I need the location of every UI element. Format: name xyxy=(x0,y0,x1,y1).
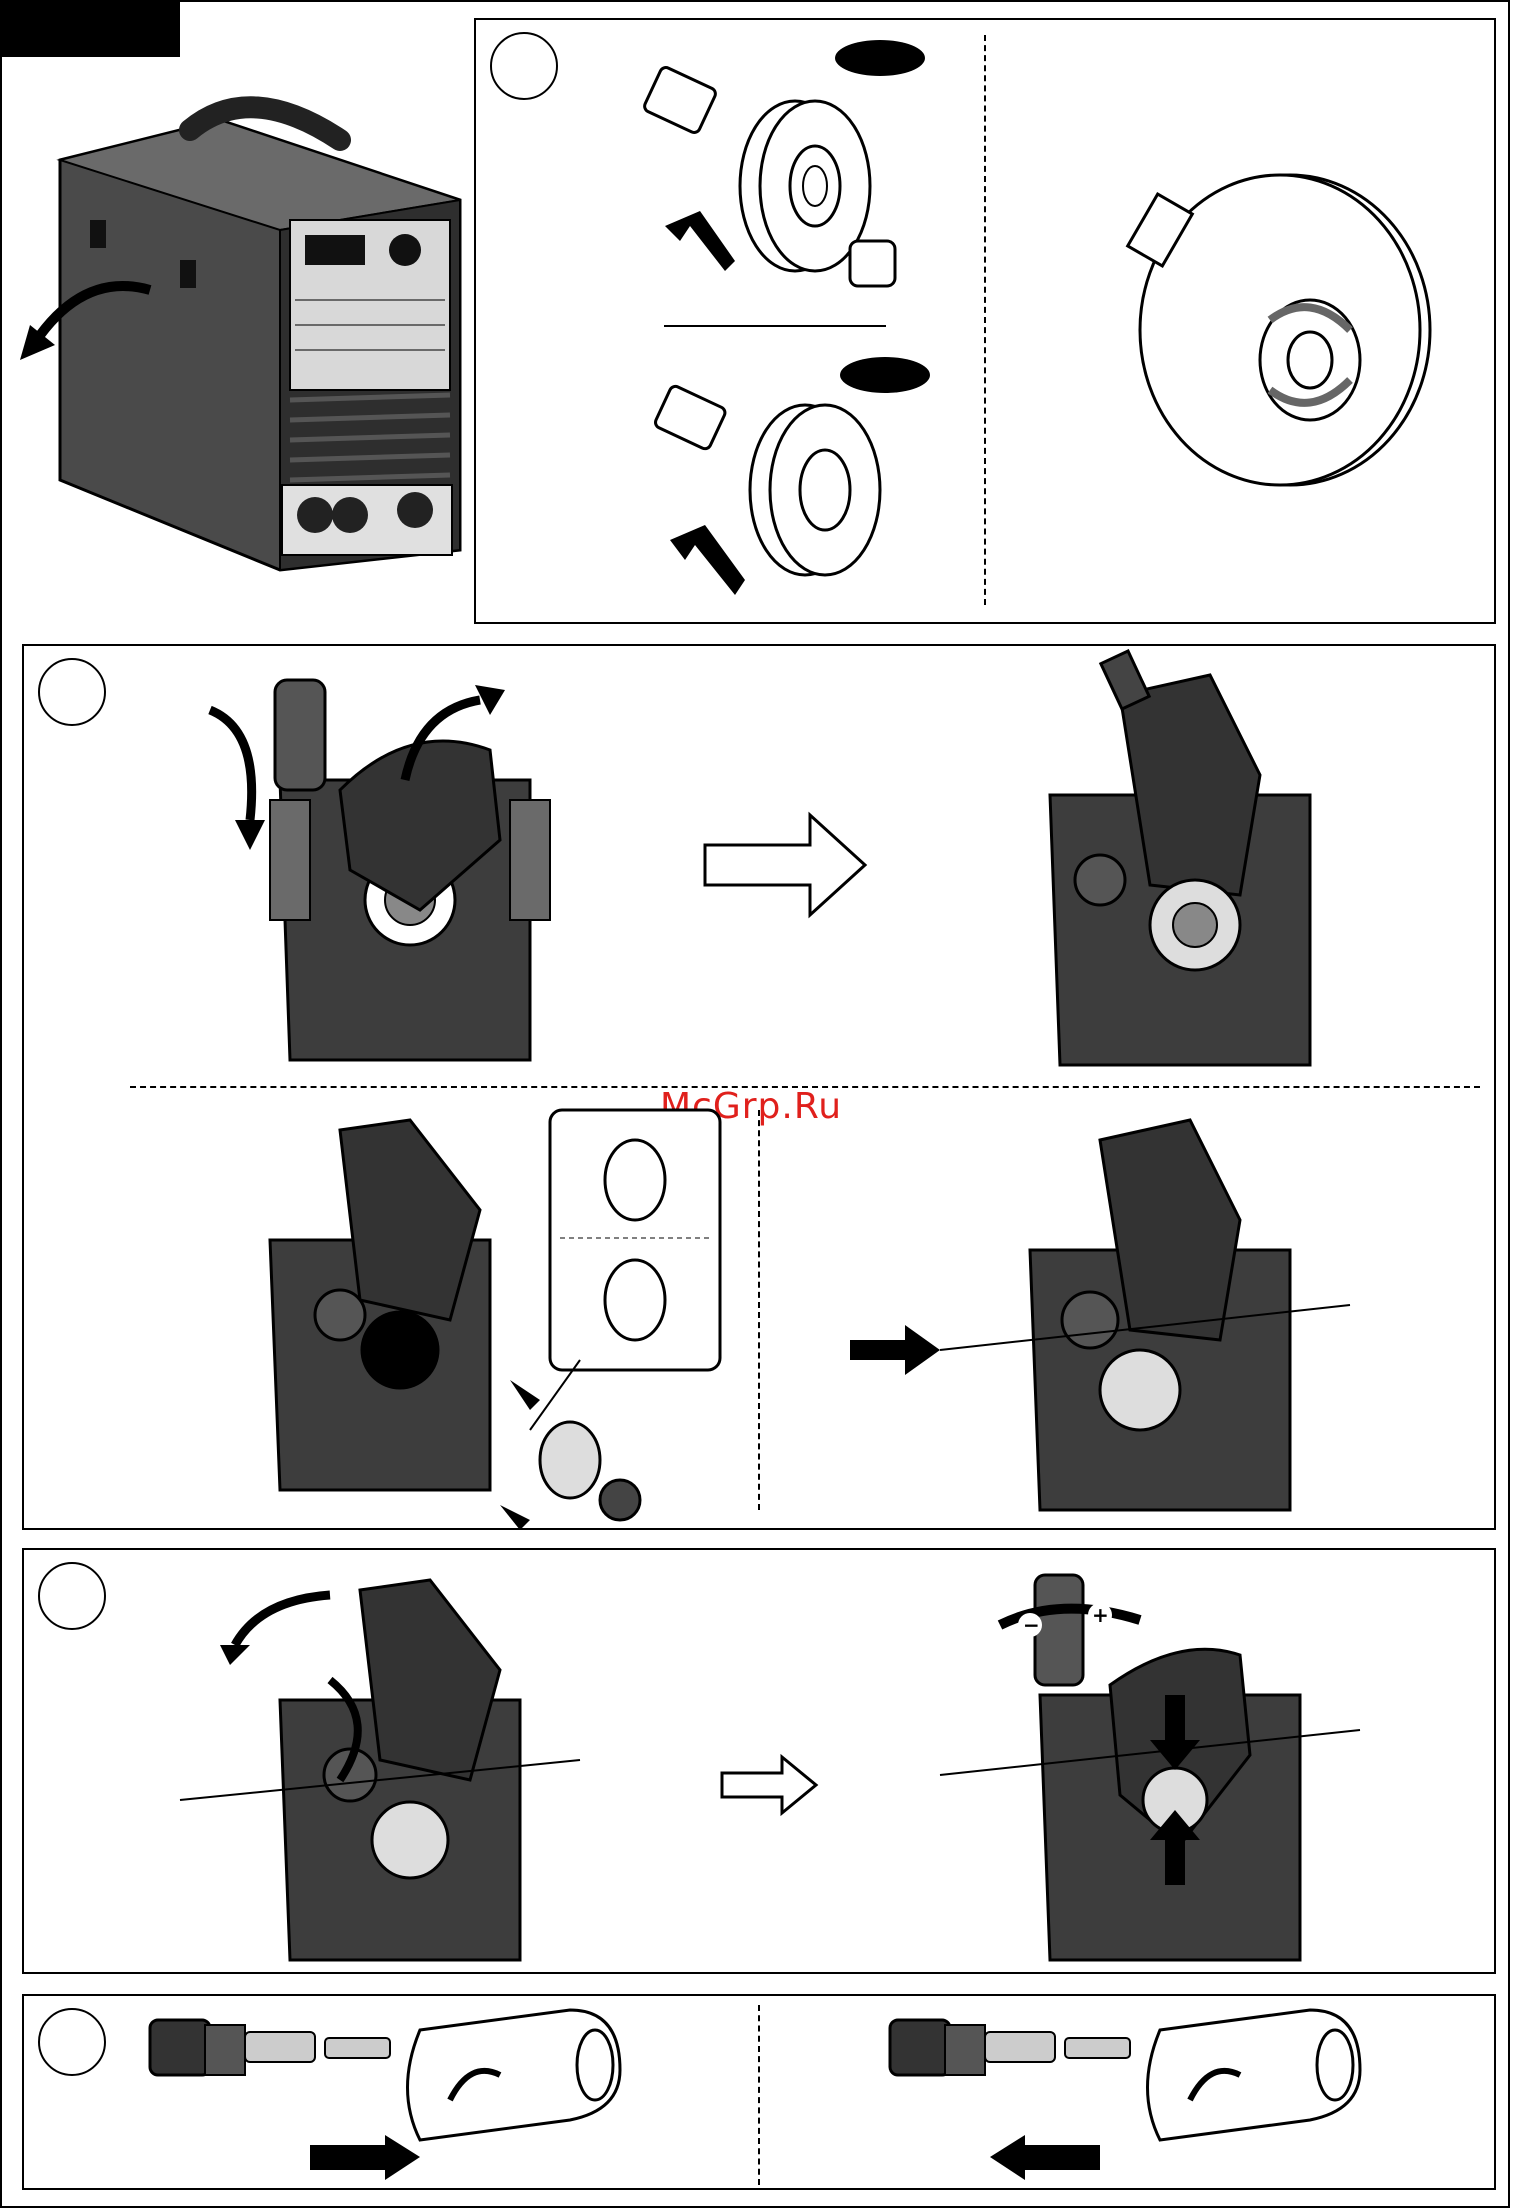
feeder-open-icon xyxy=(190,670,570,1060)
step-circle-3 xyxy=(38,1562,106,1630)
hollow-arrow-icon xyxy=(720,1755,820,1815)
roller-swap-icon xyxy=(250,1090,730,1530)
spool-with-adapter-icon xyxy=(640,36,930,306)
pressure-minus-label: − xyxy=(1023,1613,1040,1637)
spool-option-divider xyxy=(664,325,886,327)
step-circle-2 xyxy=(38,658,106,726)
right-arrow-icon xyxy=(700,810,870,920)
pressure-plus-label: + xyxy=(1092,1603,1109,1627)
step-circle-1 xyxy=(490,32,558,100)
feeder-close-icon xyxy=(180,1550,600,1970)
spool-brake-adjust-icon xyxy=(1120,160,1440,480)
panel-2-divider-v xyxy=(758,1110,760,1510)
corner-tab xyxy=(0,0,180,57)
panel-4-divider xyxy=(758,2005,760,2185)
wire-insert-icon xyxy=(850,1100,1350,1520)
spool-direct-icon xyxy=(640,350,930,620)
pressure-adjust-icon: − + xyxy=(940,1575,1360,1975)
feeder-rotated-icon xyxy=(1020,655,1320,1075)
nozzle-remove-icon xyxy=(890,2000,1360,2185)
welding-machine-illustration xyxy=(20,100,470,570)
step-circle-4 xyxy=(38,2008,106,2076)
nozzle-fit-icon xyxy=(150,2000,620,2185)
panel-1-divider xyxy=(984,35,986,605)
